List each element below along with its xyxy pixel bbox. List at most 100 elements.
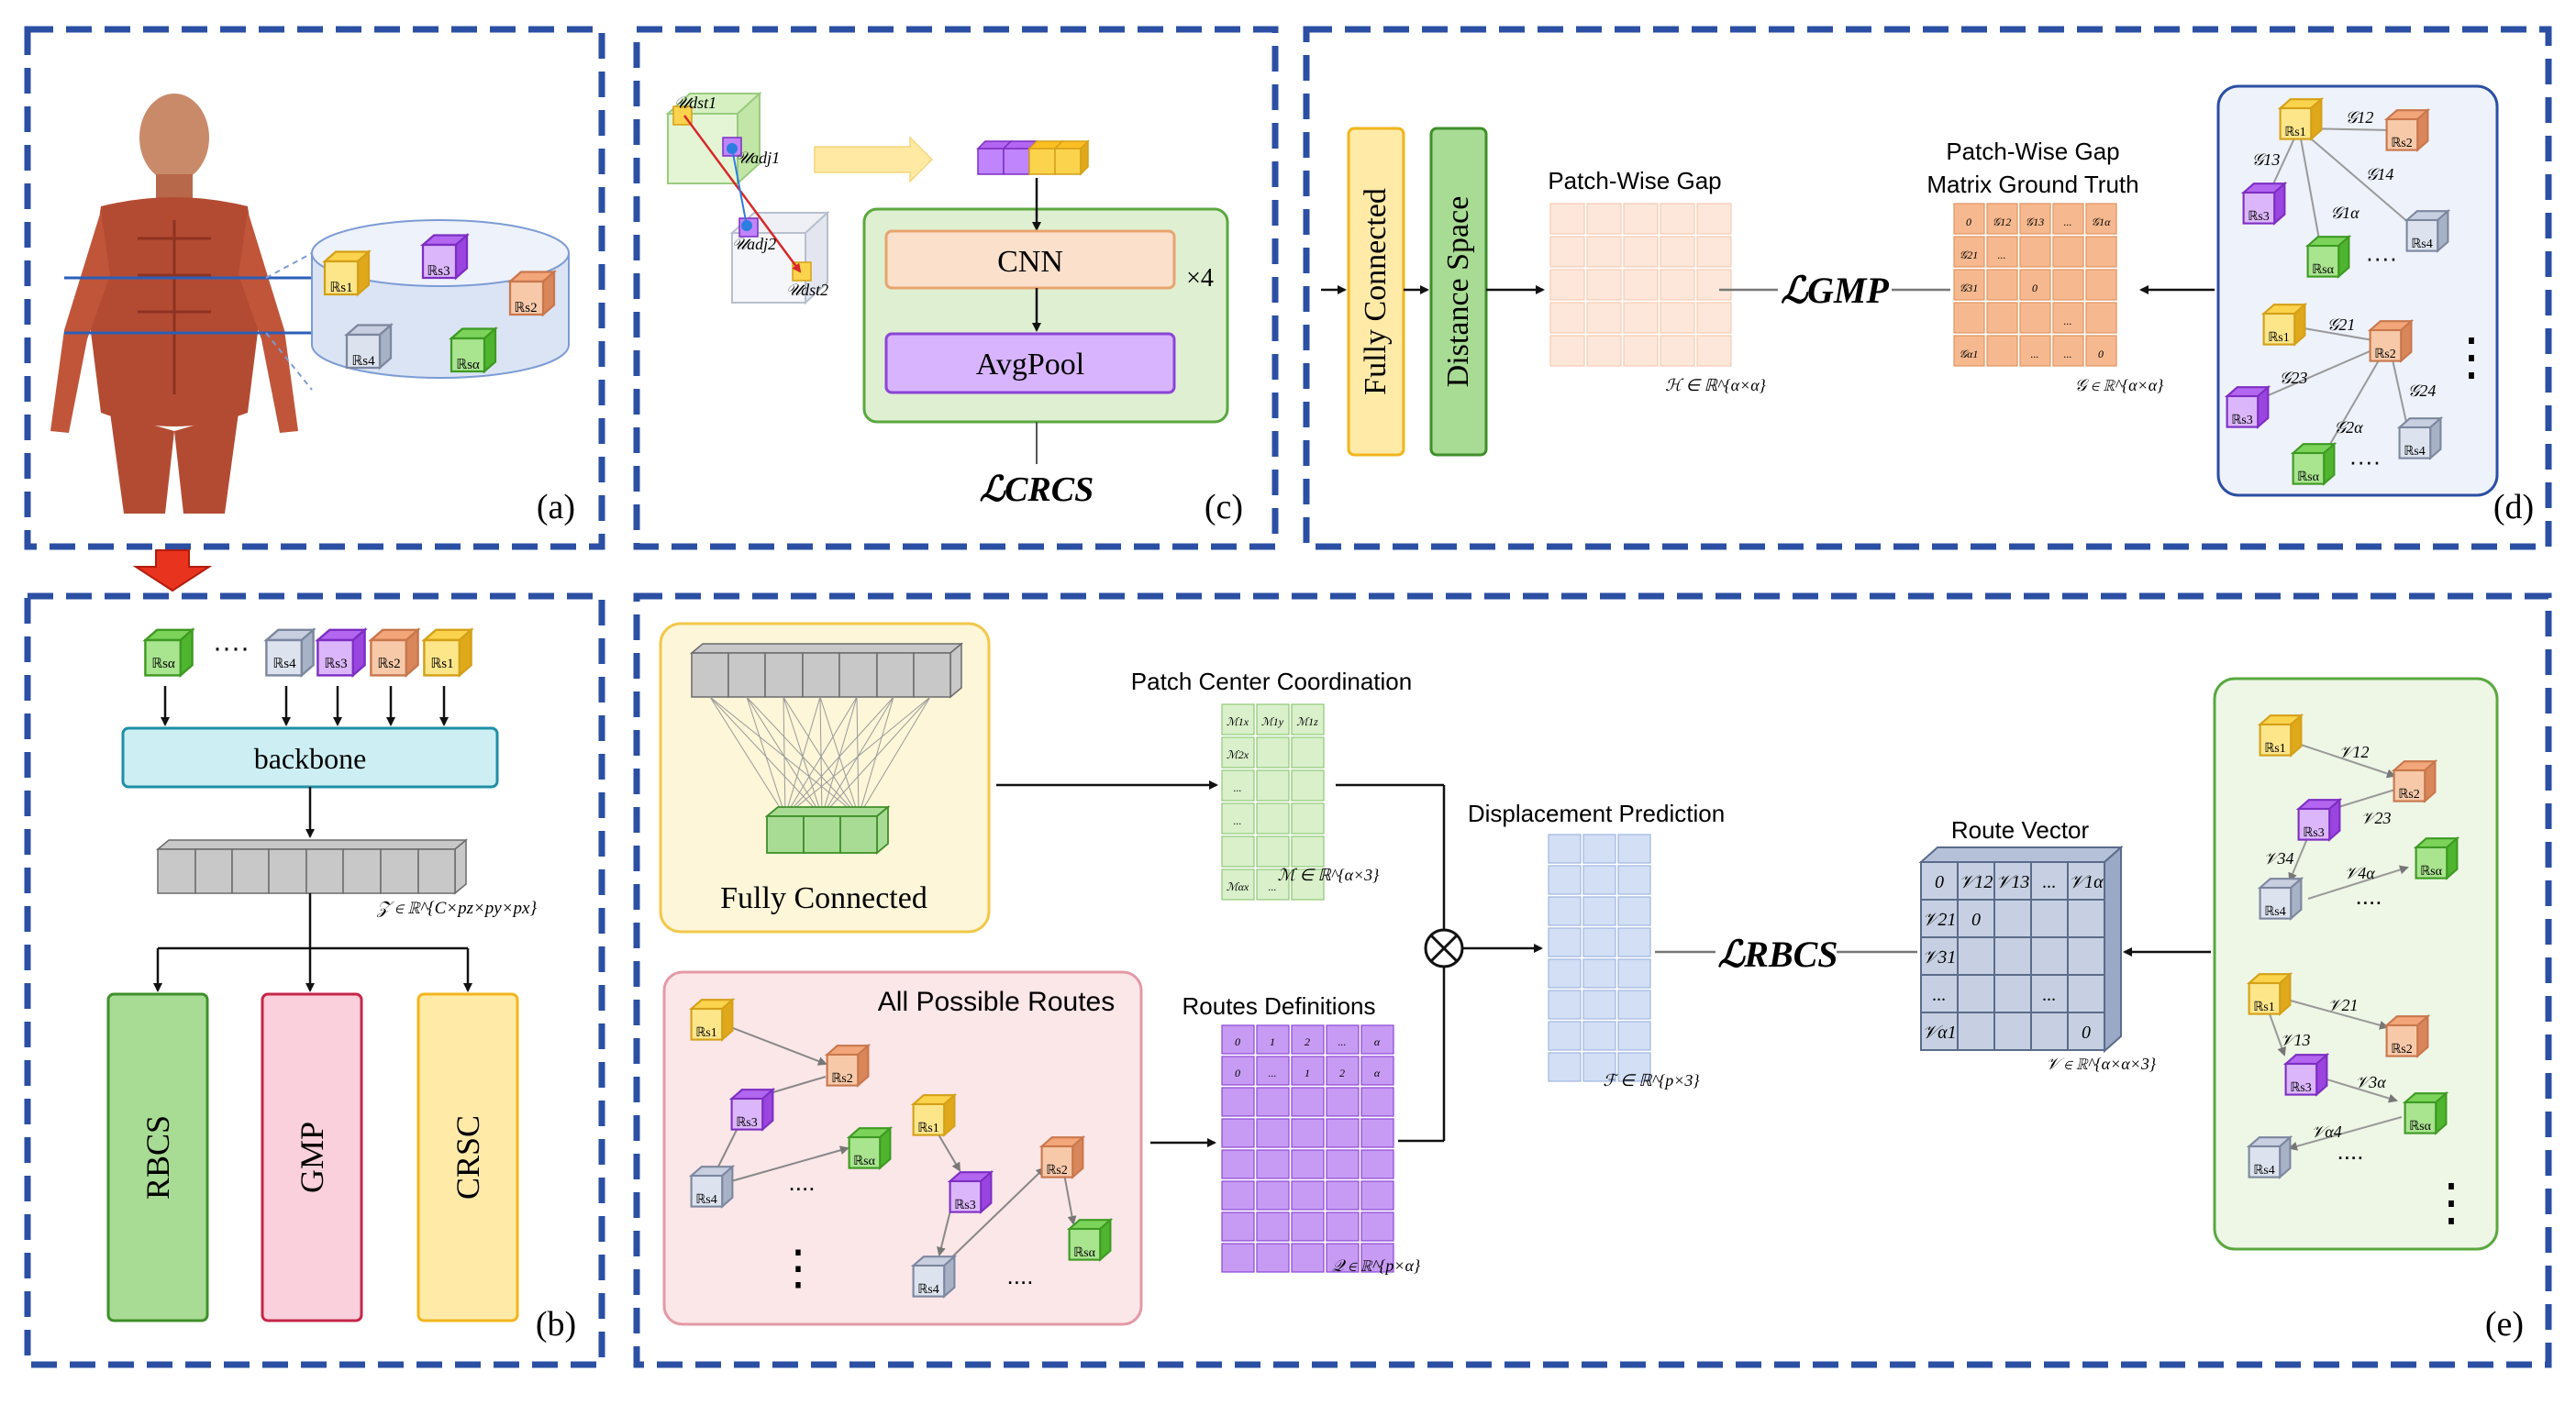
gt-title-line2: Matrix Ground Truth (1926, 171, 2138, 198)
v-cell-text: 𝒱α1 (1922, 1023, 1956, 1043)
multiply-icon (1424, 928, 1464, 968)
svg-text:ℝs1: ℝs1 (695, 1026, 717, 1040)
g-cell-text: 𝒢α1 (1960, 348, 1979, 360)
q-cell-text: 0 (1235, 1067, 1240, 1079)
q-cell (1291, 1118, 1325, 1148)
m-label: ℳ ∈ ℝ^{α×3} (1278, 866, 1381, 884)
g-cell (1986, 269, 2018, 301)
edge-g13: 𝒢13 (2252, 150, 2281, 169)
cube-rs4: ℝs4 (2405, 210, 2449, 252)
graph-vdots: ⋮ (2426, 1173, 2477, 1231)
f-cell (1548, 834, 1582, 864)
g-cell (2085, 302, 2117, 334)
u-dst1-label: 𝒰dst1 (674, 94, 716, 112)
graph-dots: .... (2356, 882, 2382, 910)
g-cell-text: ... (2064, 216, 2072, 228)
q-cell-text: 2 (1305, 1035, 1310, 1048)
svg-text:ℝs4: ℝs4 (351, 354, 375, 369)
g-cell-text: ... (2031, 348, 2039, 360)
f-cell (1548, 865, 1582, 895)
svg-text:ℝs1: ℝs1 (329, 281, 352, 295)
svg-text:ℝs2: ℝs2 (2374, 348, 2396, 361)
v-cell-text: 𝒱1α (2069, 872, 2104, 892)
f-cell (1617, 896, 1651, 926)
cnn-box (884, 229, 1176, 290)
v-cell (1993, 861, 2032, 901)
m-cell (1256, 868, 1290, 901)
svg-text:ℝs2: ℝs2 (1046, 1164, 1068, 1178)
edge-g1a: 𝒢1α (2330, 204, 2359, 222)
q-cell (1326, 1118, 1360, 1148)
f-cell (1582, 958, 1616, 989)
fully-connected-label: Fully Connected (1359, 188, 1393, 395)
u-dst2-label: 𝒰dst2 (786, 281, 828, 299)
cube-rs3: ℝs3 (2284, 1054, 2328, 1096)
h-cell (1623, 203, 1659, 235)
g-cell (1986, 302, 2018, 334)
panel-a: ℝs1 ℝs3 ℝs2 ℝs4 ℝsα (a) (50, 94, 575, 526)
q-cell (1326, 1211, 1360, 1242)
f-cell (1617, 927, 1651, 957)
m-cell (1291, 736, 1325, 769)
h-cell (1623, 236, 1659, 268)
cube-rs4: ℝs4 (2259, 878, 2303, 920)
g-cell (2085, 335, 2117, 367)
q-cell-text: ... (1269, 1067, 1277, 1079)
m-cell-text: ℳαx (1227, 880, 1249, 893)
f-cell (1617, 958, 1651, 989)
h-cell (1623, 335, 1659, 367)
cube-rs2: ℝs2 (826, 1045, 870, 1087)
f-cell (1617, 834, 1651, 864)
fc-output-layer (764, 805, 891, 855)
gap-graph-bottom: ℝs1 ℝs2 ℝs3 ℝs4 ℝsα 𝒢21 𝒢23 𝒢24 𝒢2α ···· (2226, 304, 2442, 485)
cube-rs1: ℝs1 (912, 1094, 956, 1136)
loss-crcs: ℒCRCS (980, 470, 1094, 509)
f-cell (1582, 1052, 1616, 1082)
v-cell-text: 𝒱21 (1923, 910, 1957, 930)
edge-v21: 𝒱21 (2328, 996, 2359, 1014)
q-cell (1256, 1087, 1290, 1117)
q-cell-text: 0 (1235, 1035, 1240, 1048)
f-cell (1582, 896, 1616, 926)
svg-text:ℝs2: ℝs2 (2391, 137, 2413, 150)
f-cell (1582, 1021, 1616, 1051)
cubes-ellipsis: ···· (213, 633, 250, 663)
v-cell (2067, 936, 2105, 976)
cube-rs2: ℝs2 (2385, 1015, 2429, 1057)
v-label: 𝒱 ∈ ℝ^{α×α×3} (2046, 1055, 2157, 1073)
human-anatomy-icon (50, 94, 298, 514)
distance-space-label: Distance Space (1441, 196, 1475, 388)
rbcs-head (106, 992, 209, 1322)
cube-rs1: ℝs1 (2279, 98, 2323, 140)
cube-rs1: ℝs1 (323, 250, 371, 296)
h-cell (1549, 269, 1585, 301)
panel-b: ℝsα ···· ℝs4 ℝs3 ℝs2 ℝs1 backbone 𝒵 (106, 628, 576, 1344)
g-cell (1953, 335, 1985, 367)
m-cell-text: ... (1269, 880, 1277, 893)
q-cell (1360, 1056, 1394, 1086)
graph-dots: ···· (2349, 448, 2382, 475)
cube-rs2: ℝs2 (370, 628, 419, 677)
fully-connected-box (1347, 127, 1405, 457)
q-cell (1221, 1056, 1255, 1086)
edge-g12: 𝒢12 (2346, 108, 2374, 127)
repeat-label: ×4 (1186, 264, 1214, 293)
svg-text:ℝs3: ℝs3 (427, 264, 450, 279)
v-cell (2030, 936, 2069, 976)
q-cell (1256, 1024, 1290, 1055)
g-cell (1953, 203, 1985, 235)
q-cell (1360, 1149, 1394, 1179)
q-cell (1291, 1056, 1325, 1086)
q-cell (1360, 1024, 1394, 1055)
q-cell (1256, 1180, 1290, 1211)
edge-g2a: 𝒢2α (2334, 418, 2363, 437)
h-cell (1660, 203, 1695, 235)
v-cell (2067, 974, 2105, 1013)
cube-rsa: ℝsα (2306, 236, 2350, 278)
g-cell (2085, 236, 2117, 268)
svg-text:ℝs1: ℝs1 (917, 1122, 939, 1135)
svg-text:ℝsα: ℝsα (2420, 865, 2443, 879)
q-cell-text: α (1374, 1067, 1381, 1079)
